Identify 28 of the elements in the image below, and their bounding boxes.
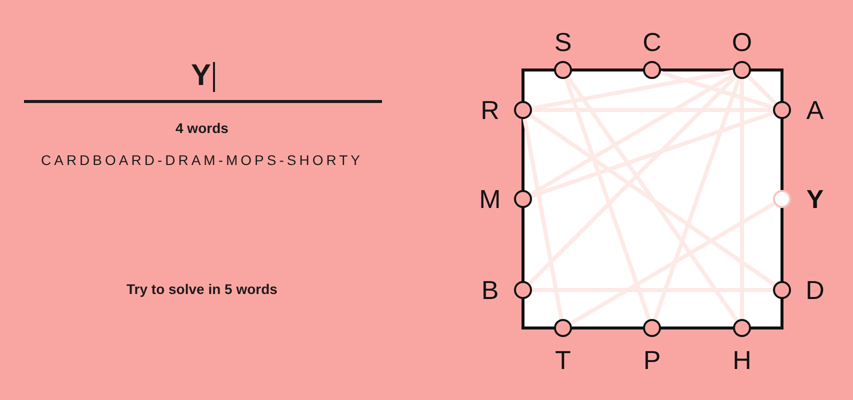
letter: H [732,345,752,375]
letter: Y [805,184,825,214]
path-line [532,70,734,110]
path-line [529,114,776,286]
letter: C [642,27,662,57]
letter: M [478,184,502,214]
path-line [530,72,736,196]
letter: P [642,345,662,375]
path-line [660,70,774,110]
path-line [522,118,564,320]
path-line [564,78,651,320]
letter: B [480,275,500,305]
path-line [570,202,776,326]
input-field: Y [24,52,382,103]
path-line [653,78,741,320]
path-line [746,74,778,106]
goal-text: Try to solve in 5 words [126,281,278,297]
path-line [566,76,739,322]
path-line [530,111,774,198]
word-count: 4 words [176,120,228,136]
letter: R [480,95,500,125]
letter: D [804,275,826,305]
letter: O [730,27,754,57]
letter: A [805,95,825,125]
found-words: CARDBOARD-DRAM-MOPS-SHORTY [41,152,363,168]
path-line [528,74,738,286]
letter: S [553,27,573,57]
letter: T [554,345,572,375]
